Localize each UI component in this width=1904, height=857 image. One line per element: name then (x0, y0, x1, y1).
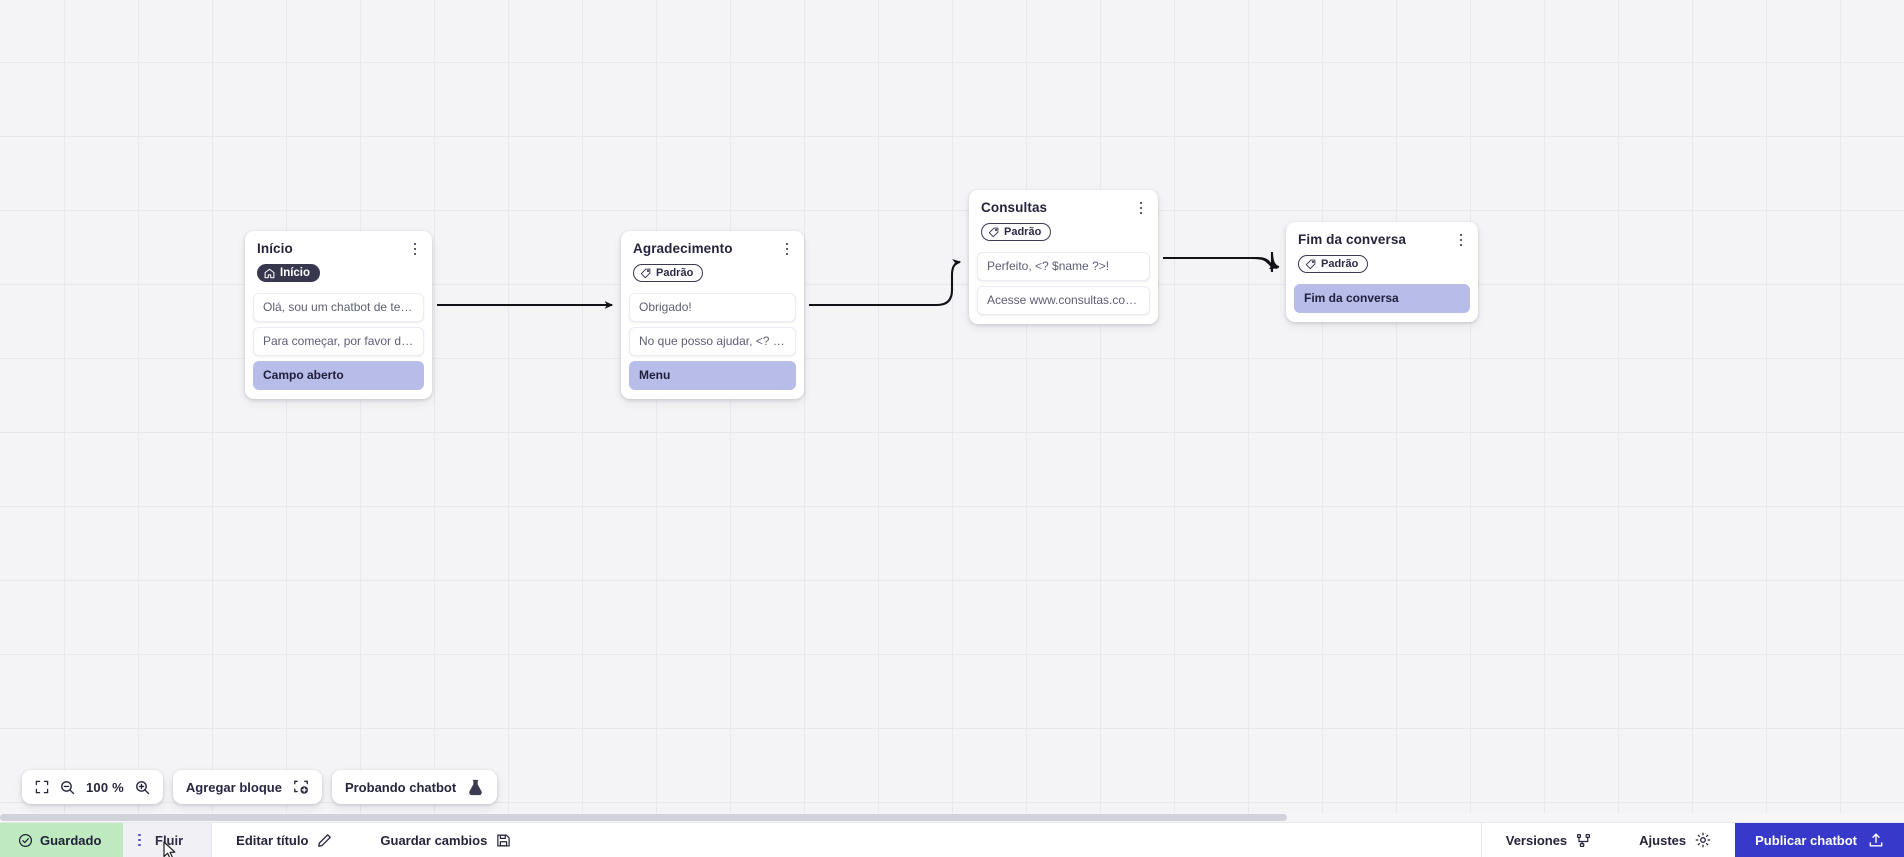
canvas-toolbar: 100 % Agregar bloque Probando chatbot (22, 770, 498, 804)
node-row-highlight[interactable]: Campo aberto (253, 360, 424, 390)
check-circle-icon (18, 833, 33, 848)
node-header: Consultas (977, 198, 1150, 217)
statusbar-right-group: Versiones Ajustes (1480, 823, 1904, 857)
node-badge-label: Padrão (656, 267, 694, 279)
node-badge-start[interactable]: Início (257, 264, 321, 282)
tag-icon (1305, 259, 1316, 270)
flow-node-consultas[interactable]: Consultas Padrão Perfeito, <? $name ?>! … (969, 190, 1158, 324)
edge-consultas-fim (1163, 251, 1280, 273)
node-badge-label: Início (280, 267, 311, 279)
node-badge-label: Padrão (1004, 226, 1042, 238)
node-row[interactable]: Obrigado! (629, 292, 796, 322)
publish-chatbot-label: Publicar chatbot (1755, 832, 1857, 848)
node-tag-row: Padrão (1294, 249, 1470, 277)
settings-label: Ajustes (1639, 832, 1687, 848)
node-rows: Perfeito, <? $name ?>! Acesse www.consul… (977, 251, 1150, 315)
test-chatbot-label: Probando chatbot (344, 779, 457, 795)
statusbar-spacer (535, 823, 1480, 857)
node-title: Agradecimento (633, 241, 733, 256)
edge-layer (437, 251, 1280, 309)
tag-icon (988, 227, 999, 238)
node-badge-default[interactable]: Padrão (633, 264, 704, 282)
versions-button[interactable]: Versiones (1482, 823, 1615, 857)
node-kebab-menu-icon[interactable] (1134, 199, 1148, 217)
edit-title-label: Editar título (236, 832, 309, 848)
gear-icon (1695, 832, 1711, 848)
node-title: Início (257, 241, 293, 256)
home-icon (264, 268, 275, 279)
node-kebab-menu-icon[interactable] (780, 240, 794, 258)
node-tag-row: Padrão (629, 258, 796, 286)
node-tag-row: Início (253, 258, 424, 286)
node-row[interactable]: Perfeito, <? $name ?>! (977, 251, 1150, 281)
edit-title-button[interactable]: Editar título (212, 823, 356, 857)
status-saved-label: Guardado (40, 832, 102, 848)
add-block-label: Agregar bloque (185, 779, 282, 795)
horizontal-scrollbar[interactable] (0, 813, 1904, 822)
node-title: Fim da conversa (1298, 232, 1407, 247)
branch-icon (1576, 833, 1591, 848)
flask-icon (467, 779, 484, 796)
edge-consultas-fim-curve (1163, 256, 1279, 269)
node-badge-label: Padrão (1321, 258, 1359, 270)
flow-node-inicio[interactable]: Início Início Olá, sou um chatbot de tes… (245, 231, 432, 399)
node-kebab-menu-icon[interactable] (408, 240, 422, 258)
zoom-in-icon[interactable] (135, 780, 150, 795)
node-rows: Fim da conversa (1294, 283, 1470, 313)
node-title: Consultas (981, 200, 1048, 215)
publish-chatbot-button[interactable]: Publicar chatbot (1735, 823, 1904, 857)
save-changes-button[interactable]: Guardar cambios (356, 823, 535, 857)
edge-agradecimento-consultas (809, 259, 962, 307)
node-row[interactable]: Olá, sou um chatbot de teste! (253, 292, 424, 322)
node-row-highlight[interactable]: Menu (629, 360, 796, 390)
node-header: Agradecimento (629, 239, 796, 258)
flow-node-agradecimento[interactable]: Agradecimento Padrão Obrigado! No que po… (621, 231, 804, 399)
add-block-icon (293, 779, 309, 795)
save-changes-label: Guardar cambios (380, 832, 488, 848)
node-kebab-menu-icon[interactable] (1454, 231, 1468, 249)
save-disk-icon (496, 833, 511, 848)
edge-consultas-fim-visible (1163, 256, 1277, 270)
node-row[interactable]: No que posso ajudar, <? $name ... (629, 326, 796, 356)
node-rows: Olá, sou um chatbot de teste! Para começ… (253, 292, 424, 390)
add-block-button[interactable]: Agregar bloque (172, 770, 322, 804)
zoom-controls-group: 100 % (22, 770, 163, 804)
fit-screen-icon[interactable] (35, 780, 49, 794)
versions-label: Versiones (1505, 832, 1568, 848)
zoom-level-value: 100 % (86, 779, 124, 795)
pencil-icon (317, 833, 332, 848)
node-row[interactable]: Para começar, por favor digite o ... (253, 326, 424, 356)
upload-icon (1868, 832, 1884, 848)
node-badge-default[interactable]: Padrão (981, 223, 1052, 241)
flow-canvas[interactable]: Início Início Olá, sou um chatbot de tes… (0, 0, 1904, 822)
flow-tab-label: Fluir (155, 832, 184, 848)
tag-icon (640, 268, 651, 279)
node-badge-default[interactable]: Padrão (1298, 255, 1369, 273)
node-header: Fim da conversa (1294, 230, 1470, 249)
status-saved-badge: Guardado (0, 823, 124, 857)
test-chatbot-button[interactable]: Probando chatbot (331, 770, 498, 804)
settings-button[interactable]: Ajustes (1615, 823, 1735, 857)
flow-node-fim-da-conversa[interactable]: Fim da conversa Padrão Fim da conversa (1286, 222, 1478, 322)
edge-consultas-fim-main (1163, 255, 1278, 272)
flow-tab[interactable]: Fluir (123, 823, 213, 857)
kebab-menu-icon[interactable] (138, 833, 141, 847)
node-row[interactable]: Acesse www.consultas.com par... (977, 285, 1150, 315)
node-header: Início (253, 239, 424, 258)
zoom-out-icon[interactable] (60, 780, 75, 795)
node-rows: Obrigado! No que posso ajudar, <? $name … (629, 292, 796, 390)
scrollbar-thumb[interactable] (0, 814, 1287, 821)
node-row-highlight[interactable]: Fim da conversa (1294, 283, 1470, 313)
status-bar: Guardado Fluir Editar título Guardar cam… (0, 822, 1904, 857)
node-tag-row: Padrão (977, 217, 1150, 245)
